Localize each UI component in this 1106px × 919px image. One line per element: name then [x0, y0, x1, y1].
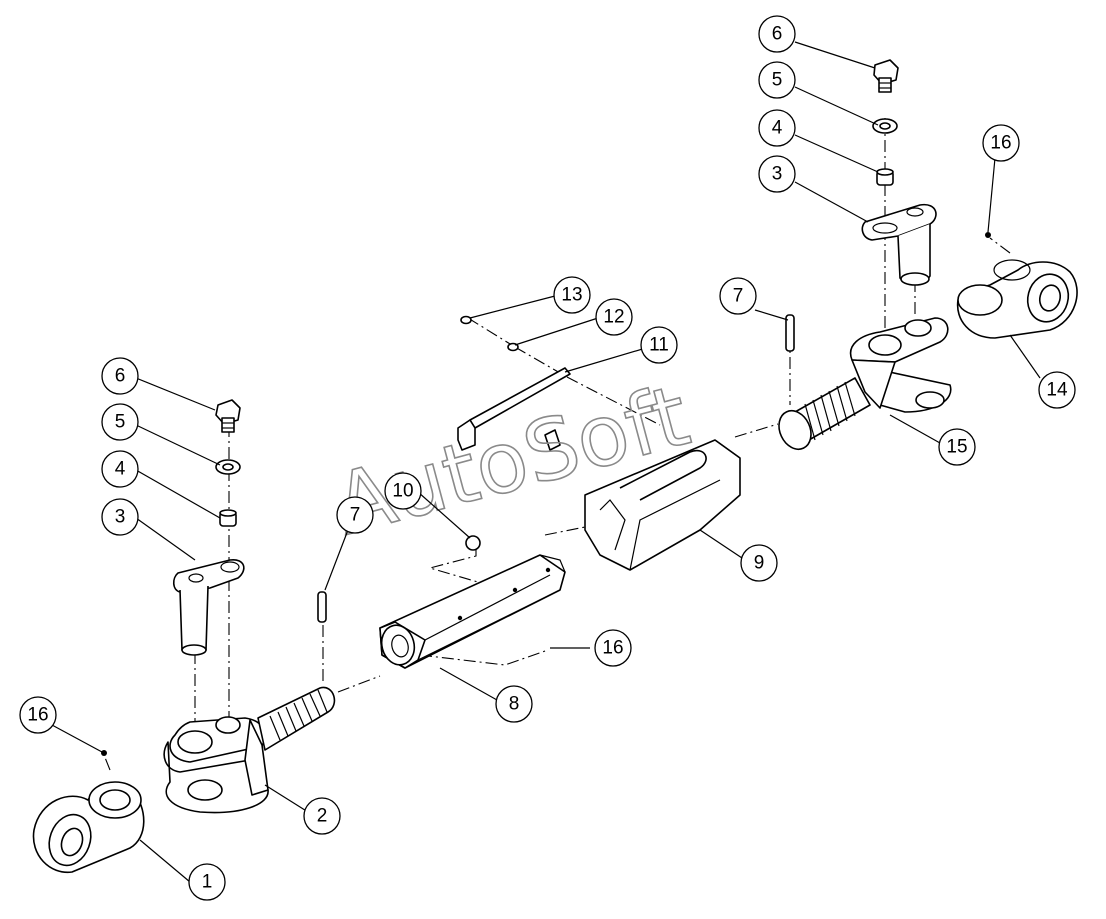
- svg-text:9: 9: [754, 553, 765, 574]
- svg-text:13: 13: [561, 285, 582, 306]
- callout-8: 8: [495, 685, 533, 723]
- svg-text:7: 7: [350, 505, 361, 526]
- svg-text:6: 6: [772, 24, 783, 45]
- callout-7-left: 7: [336, 496, 374, 534]
- callout-12: 12: [595, 298, 633, 336]
- svg-text:4: 4: [115, 459, 126, 480]
- part-2-clevis-shank: [163, 686, 336, 814]
- callout-9: 9: [740, 544, 778, 582]
- svg-text:3: 3: [115, 507, 126, 528]
- svg-text:16: 16: [27, 705, 48, 726]
- svg-text:10: 10: [392, 481, 413, 502]
- callout-10: 10: [384, 472, 422, 510]
- part-11-retaining-strap: [457, 367, 571, 451]
- part-4-left-spacer: [219, 509, 237, 527]
- part-14-swivel-eye: [956, 232, 1078, 339]
- svg-text:6: 6: [115, 366, 126, 387]
- part-4-right-spacer: [876, 168, 894, 186]
- part-7-right-roll-pin: [785, 314, 795, 352]
- callout-5-left: 5: [101, 403, 139, 441]
- svg-text:5: 5: [772, 70, 783, 91]
- part-6-left-bolt: [215, 399, 241, 433]
- callout-4-left: 4: [101, 450, 139, 488]
- part-5-left-washer: [215, 459, 241, 475]
- svg-text:4: 4: [772, 118, 783, 139]
- part-3-right-pin: [861, 203, 937, 286]
- callout-15: 15: [938, 428, 976, 466]
- svg-text:5: 5: [115, 412, 126, 433]
- svg-text:1: 1: [202, 872, 213, 893]
- callout-16-middle: 16: [594, 629, 632, 667]
- part-3-left-pin: [172, 559, 245, 656]
- part-1-swivel-eye: [32, 750, 145, 873]
- callout-7-right: 7: [719, 277, 757, 315]
- callout-3-right: 3: [758, 155, 796, 193]
- callout-16-lower-left: 16: [19, 696, 57, 734]
- part-7-left-roll-pin: [317, 591, 327, 623]
- svg-text:15: 15: [946, 437, 967, 458]
- callout-2: 2: [303, 797, 341, 835]
- part-15-clevis-shank: [778, 317, 952, 451]
- svg-text:16: 16: [602, 638, 623, 659]
- callout-5-right: 5: [758, 61, 796, 99]
- callout-11: 11: [640, 326, 678, 364]
- svg-text:2: 2: [317, 806, 328, 827]
- callout-4-right: 4: [758, 109, 796, 147]
- callout-16-right: 16: [982, 124, 1020, 162]
- svg-text:11: 11: [649, 335, 669, 356]
- callout-6-right: 6: [758, 15, 796, 53]
- callout-14: 14: [1038, 371, 1076, 409]
- callouts: 1 2 3 3 4 4 5 5 6 6 7 7 8 9 10 11: [19, 15, 1076, 901]
- svg-text:8: 8: [509, 694, 520, 715]
- callout-1: 1: [188, 863, 226, 901]
- part-5-right-washer: [872, 118, 898, 134]
- part-8-hex-tube: [379, 554, 566, 669]
- callout-13: 13: [553, 276, 591, 314]
- part-10-grease-fitting: [465, 535, 481, 551]
- svg-text:7: 7: [733, 286, 744, 307]
- svg-text:3: 3: [772, 164, 783, 185]
- callout-3-left: 3: [101, 498, 139, 536]
- part-6-right-bolt: [873, 59, 899, 93]
- callout-6-left: 6: [101, 357, 139, 395]
- svg-text:12: 12: [603, 307, 624, 328]
- svg-text:16: 16: [990, 133, 1011, 154]
- leader-lines: [51, 41, 1041, 883]
- svg-text:14: 14: [1046, 380, 1068, 401]
- part-13-screw: [460, 315, 472, 325]
